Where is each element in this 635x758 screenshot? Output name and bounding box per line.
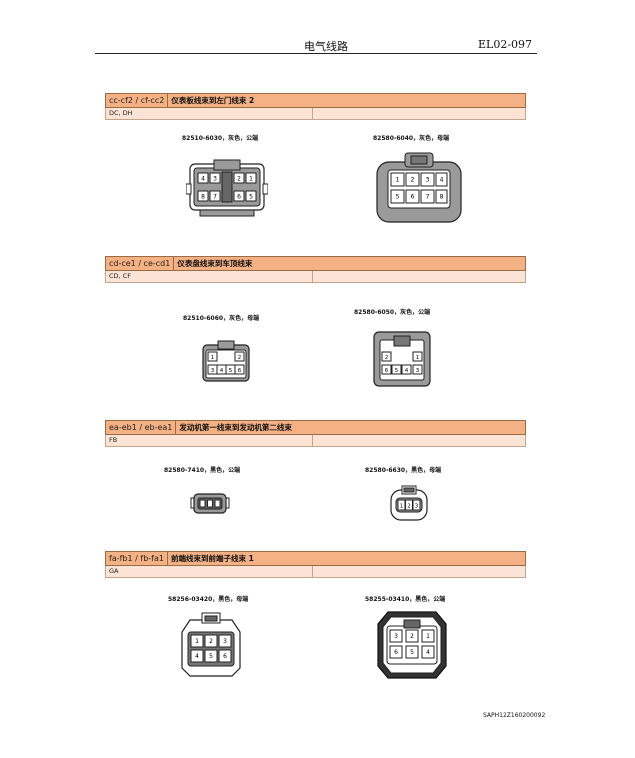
header-divider <box>95 53 537 54</box>
pin-number: 3 <box>415 504 419 510</box>
connector-diagram-male-8pin: 4 3 2 1 8 7 6 5 <box>186 159 268 217</box>
connector-diagram-female-8pin: 1 2 3 4 5 6 7 8 <box>376 152 462 223</box>
section-model-row: GA <box>105 566 526 578</box>
pin-number: 3 <box>426 177 430 184</box>
pin-number: 6 <box>238 368 242 374</box>
pin-number: 3 <box>223 638 227 645</box>
connector-code: cc-cf2 / cf-cc2 <box>106 94 169 107</box>
connector-part-label: 82510-6030，灰色，公端 <box>182 135 259 142</box>
section-model-row: DC, DH <box>105 108 526 120</box>
connector-part-label: 82510-6060，灰色，母端 <box>183 315 260 322</box>
pin-number: 1 <box>426 633 430 640</box>
model-codes: DC, DH <box>106 108 313 119</box>
pin-number: 7 <box>213 194 217 201</box>
pin-number: 4 <box>426 649 430 656</box>
pin-number: 8 <box>440 194 444 201</box>
pin-number: 1 <box>400 504 404 510</box>
section-title-row: ea-eb1 / eb-ea1 发动机第一线束到发动机第二线束 <box>105 420 526 435</box>
pin-number: 1 <box>211 355 215 361</box>
pin-number: 2 <box>238 355 242 361</box>
pin-number: 3 <box>416 368 420 374</box>
connector-section-4: fa-fb1 / fb-fa1 前端线束到前端子线束 1 GA <box>105 551 526 578</box>
pin-number: 2 <box>410 633 414 640</box>
pin-number: 5 <box>229 368 233 374</box>
pin-number: 1 <box>396 177 400 184</box>
connector-section-1: cc-cf2 / cf-cc2 仪表板线束到左门线束 2 DC, DH <box>105 93 526 120</box>
pin-number: 5 <box>410 649 414 656</box>
connector-diagram-female-3pin: 1 2 3 <box>390 485 428 521</box>
connector-description: 仪表板线束到左门线束 2 <box>171 96 255 105</box>
connector-part-label: 58256-03420，黑色，母端 <box>168 596 249 603</box>
section-title-row: fa-fb1 / fb-fa1 前端线束到前端子线束 1 <box>105 551 526 566</box>
pin-number: 8 <box>201 194 205 201</box>
pin-number: 2 <box>237 176 241 183</box>
pin-number: 5 <box>396 194 400 201</box>
connector-diagram-female-6pin-sealed: 1 2 3 4 5 6 <box>181 612 241 677</box>
section-model-row: FB <box>105 435 526 447</box>
connector-diagram-male-6pin: 2 1 6 5 4 3 <box>373 331 431 387</box>
section-model-row: CD, CF <box>105 271 526 283</box>
connector-part-label: 82580-6040，灰色，母端 <box>373 135 450 142</box>
connector-diagram-male-3pin <box>190 493 230 514</box>
pin-number: 4 <box>201 176 205 183</box>
connector-diagram-male-6pin-sealed: 3 2 1 6 5 4 <box>377 611 447 679</box>
connector-code: fa-fb1 / fb-fa1 <box>106 552 168 565</box>
pin-number: 2 <box>385 355 389 361</box>
pin-number: 6 <box>394 649 398 656</box>
connector-part-label: 82580-6050，灰色，公端 <box>354 309 431 316</box>
pin-number: 4 <box>440 177 444 184</box>
pin-number: 3 <box>394 633 398 640</box>
pin-number: 4 <box>405 368 409 374</box>
pin-number: 1 <box>416 355 420 361</box>
connector-description: 前端线束到前端子线束 1 <box>170 554 254 563</box>
document-title: 电气线路 <box>304 40 348 53</box>
model-codes: FB <box>106 435 313 446</box>
connector-part-label: 82580-6630，黑色，母端 <box>365 467 442 474</box>
pin-number: 1 <box>195 638 199 645</box>
pin-number: 6 <box>411 194 415 201</box>
section-title-row: cc-cf2 / cf-cc2 仪表板线束到左门线束 2 <box>105 93 526 108</box>
connector-section-2: cd-ce1 / ce-cd1 仪表盘线束到车顶线束 CD, CF <box>105 256 526 283</box>
connector-description: 仪表盘线束到车顶线束 <box>177 259 253 268</box>
connector-part-label: 82580-7410，黑色，公端 <box>164 467 241 474</box>
pin-number: 3 <box>211 368 215 374</box>
pin-number: 2 <box>411 177 415 184</box>
connector-description: 发动机第一线束到发动机第二线束 <box>179 423 292 432</box>
connector-diagram-female-6pin: 1 2 3 4 5 6 <box>202 340 250 382</box>
pin-number: 3 <box>213 176 217 183</box>
section-title-row: cd-ce1 / ce-cd1 仪表盘线束到车顶线束 <box>105 256 526 271</box>
model-codes: GA <box>106 566 313 577</box>
model-codes: CD, CF <box>106 271 313 282</box>
pin-number: 2 <box>407 504 411 510</box>
pin-number: 5 <box>395 368 399 374</box>
footer-document-code: SAPH12Z160200092 <box>483 712 546 719</box>
pin-number: 4 <box>220 368 224 374</box>
pin-number: 2 <box>209 638 213 645</box>
page-code: EL02-097 <box>478 38 533 51</box>
connector-code: cd-ce1 / ce-cd1 <box>106 257 175 270</box>
pin-number: 6 <box>237 194 241 201</box>
connector-part-label: 58255-03410，黑色，公端 <box>365 596 446 603</box>
pin-number: 5 <box>209 653 213 660</box>
pin-number: 6 <box>385 368 389 374</box>
connector-code: ea-eb1 / eb-ea1 <box>106 421 177 434</box>
pin-number: 6 <box>223 653 227 660</box>
pin-number: 4 <box>195 653 199 660</box>
pin-number: 7 <box>426 194 430 201</box>
pin-number: 5 <box>249 194 253 201</box>
pin-number: 1 <box>249 176 253 183</box>
connector-section-3: ea-eb1 / eb-ea1 发动机第一线束到发动机第二线束 FB <box>105 420 526 447</box>
